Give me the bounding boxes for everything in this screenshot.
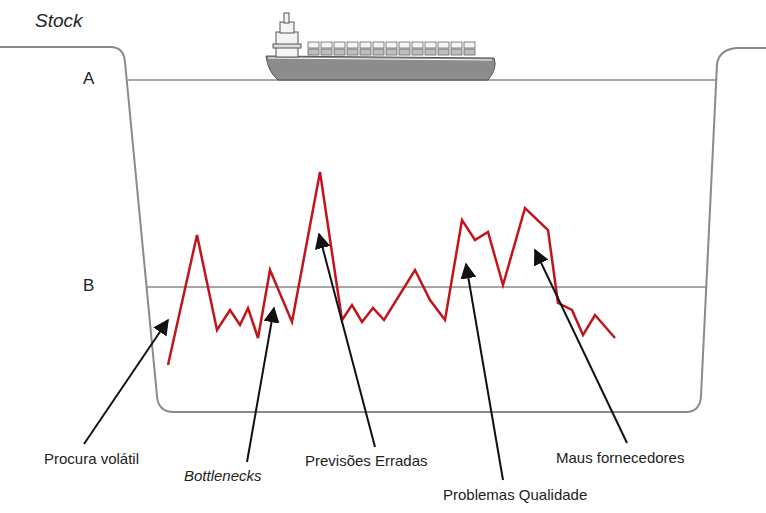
leader-arrow: [319, 234, 375, 447]
leader-arrow: [535, 250, 627, 443]
level-label: B: [83, 276, 94, 296]
cause-label: Bottlenecks: [184, 467, 262, 484]
leader-arrow: [466, 264, 503, 480]
level-label: A: [83, 69, 94, 89]
cause-label: Procura volátil: [44, 450, 139, 467]
leader-arrow: [84, 320, 168, 444]
lake-outline: [0, 47, 766, 412]
cause-label: Problemas Qualidade: [443, 486, 587, 503]
cause-label: Previsões Erradas: [305, 452, 428, 469]
axis-title: Stock: [35, 10, 83, 32]
leader-arrow: [247, 308, 274, 462]
level-b-line: [146, 286, 707, 288]
obstacle-line: [168, 172, 615, 365]
ship-icon: [266, 13, 495, 80]
cause-label: Maus fornecedores: [556, 449, 684, 466]
